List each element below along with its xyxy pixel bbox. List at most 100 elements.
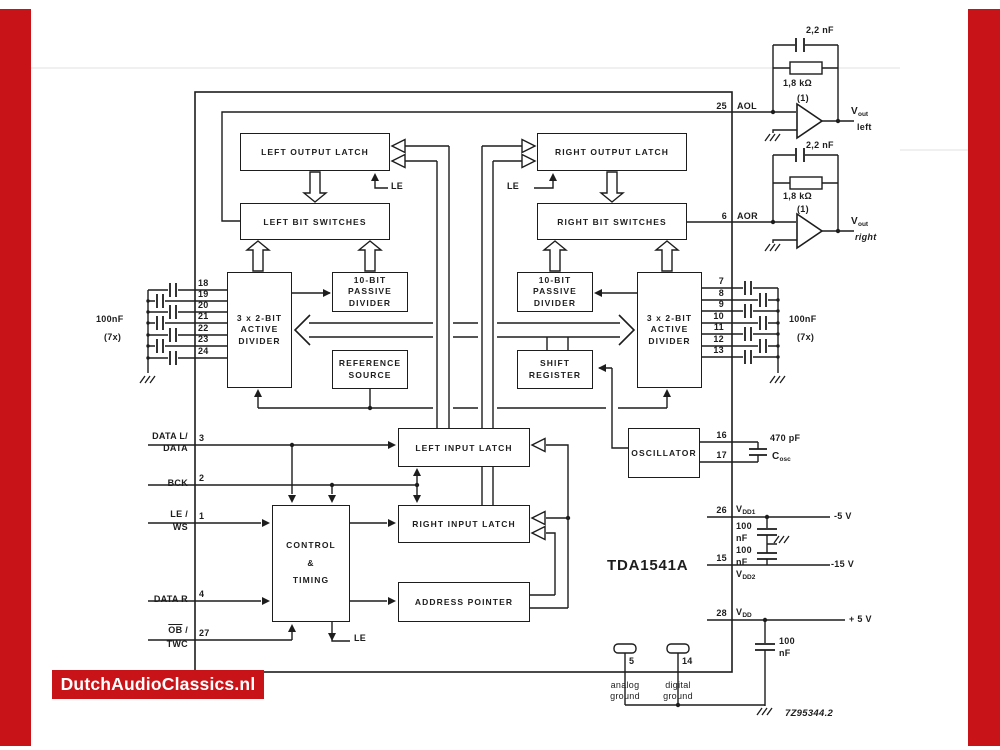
block-label: RIGHT OUTPUT LATCH bbox=[554, 147, 670, 157]
block-label: LEFT OUTPUT LATCH bbox=[261, 147, 369, 157]
block-label: LEFT INPUT LATCH bbox=[415, 442, 513, 453]
pin-number-24: 24 bbox=[198, 346, 209, 356]
pin-number-5: 5 bbox=[629, 656, 635, 666]
pin-number-11: 11 bbox=[713, 322, 724, 332]
block-right-active-divider: 3 x 2-BIT ACTIVE DIVIDER bbox=[637, 272, 702, 388]
capacitor-plates bbox=[156, 38, 805, 651]
decoupling-cap1-unit: nF bbox=[736, 533, 748, 543]
pin-number-21: 21 bbox=[198, 311, 209, 321]
pin-label-bck: BCK bbox=[167, 478, 188, 488]
block-label: DIVIDER bbox=[533, 297, 577, 308]
block-label: PASSIVE bbox=[533, 286, 577, 297]
pin-number-22: 22 bbox=[198, 323, 209, 333]
analog-ground-word2: ground bbox=[610, 691, 640, 701]
pin-number-28: 28 bbox=[716, 608, 727, 618]
pin-name-aol: AOL bbox=[737, 101, 757, 111]
v-subscript: DD bbox=[742, 612, 752, 619]
feedback-res-value-right: 1,8 kΩ bbox=[783, 191, 813, 201]
block-label: DIVIDER bbox=[348, 297, 392, 308]
pin-number-13: 13 bbox=[713, 345, 724, 355]
pin-number-23: 23 bbox=[198, 334, 209, 344]
vdd2-label: VDD2 bbox=[736, 569, 755, 581]
v-symbol: V bbox=[736, 569, 743, 579]
analog-ground-word1: analog bbox=[610, 680, 640, 690]
decoupling-cap1-value: 100 bbox=[736, 521, 752, 531]
block-right-input-latch: RIGHT INPUT LATCH bbox=[398, 505, 530, 543]
block-label: DIVIDER bbox=[648, 335, 691, 346]
v-subscript: DD1 bbox=[742, 509, 756, 516]
bus-arrowheads bbox=[293, 314, 636, 346]
vout-right-label: Vout bbox=[851, 216, 868, 228]
analog-ground-pad bbox=[613, 643, 637, 654]
block-label: SHIFT bbox=[539, 358, 571, 368]
ob-slash: / bbox=[182, 625, 188, 635]
vout-right-word: right bbox=[855, 232, 877, 242]
block-label: 3 x 2-BIT bbox=[236, 312, 283, 323]
arrowheads bbox=[254, 173, 671, 641]
pin-number-8: 8 bbox=[718, 288, 724, 298]
block-label: TIMING bbox=[292, 575, 330, 586]
digital-ground-word1: digital bbox=[665, 680, 691, 690]
pin-label-datar: DATA R bbox=[153, 594, 188, 604]
chip-part-number: TDA1541A bbox=[607, 557, 689, 574]
decoupling-cap2-value: 100 bbox=[736, 545, 752, 555]
block-arrows bbox=[245, 138, 680, 541]
pin-number-6: 6 bbox=[721, 211, 727, 221]
ground-symbols bbox=[139, 133, 790, 716]
block-left-output-latch: LEFT OUTPUT LATCH bbox=[240, 133, 390, 171]
v-symbol: V bbox=[851, 216, 858, 227]
pin-number-25: 25 bbox=[716, 101, 727, 111]
pin-number-4: 4 bbox=[199, 589, 205, 599]
vout-left-word: left bbox=[857, 122, 872, 132]
v-subscript: out bbox=[857, 111, 869, 118]
c-symbol: C bbox=[772, 451, 780, 462]
v-symbol: V bbox=[851, 106, 858, 117]
rail-minus15: -15 V bbox=[831, 559, 855, 569]
cosc-label: Cosc bbox=[772, 451, 791, 463]
block-label: 3 x 2-BIT bbox=[646, 312, 693, 323]
pin-number-2: 2 bbox=[199, 473, 205, 483]
c-subscript: osc bbox=[779, 456, 791, 463]
pin-number-1: 1 bbox=[199, 511, 205, 521]
digital-ground-word2: ground bbox=[663, 691, 693, 701]
pin-number-9: 9 bbox=[718, 299, 724, 309]
block-label: ADDRESS POINTER bbox=[414, 597, 514, 607]
feedback-resistor-left bbox=[789, 61, 823, 75]
pin-name-aor: AOR bbox=[737, 211, 758, 221]
v-symbol: V bbox=[736, 504, 743, 514]
junction-dots bbox=[146, 109, 841, 708]
block-label: 10-BIT bbox=[538, 274, 572, 285]
digital-ground-pad bbox=[666, 643, 690, 654]
cap-bank-value-left: 100nF bbox=[96, 314, 124, 324]
pin-number-15: 15 bbox=[716, 553, 727, 563]
block-label: & bbox=[307, 557, 315, 568]
opamp-ref-right: (1) bbox=[797, 204, 809, 214]
pin-label-data: DATA bbox=[163, 443, 188, 453]
pin-number-18: 18 bbox=[198, 278, 209, 288]
block-right-output-latch: RIGHT OUTPUT LATCH bbox=[537, 133, 687, 171]
pin-number-16: 16 bbox=[716, 430, 727, 440]
left-red-bar bbox=[0, 9, 31, 746]
pin-number-10: 10 bbox=[713, 311, 724, 321]
vout-left-label: Vout bbox=[851, 106, 868, 118]
block-label: DIVIDER bbox=[238, 335, 281, 346]
pin-number-26: 26 bbox=[716, 505, 727, 515]
feedback-cap-value-left: 2,2 nF bbox=[806, 25, 834, 35]
pin-number-19: 19 bbox=[198, 289, 209, 299]
cap-bank-value-right: 100nF bbox=[789, 314, 817, 324]
block-right-passive-divider: 10-BIT PASSIVE DIVIDER bbox=[517, 272, 593, 312]
block-address-pointer: ADDRESS POINTER bbox=[398, 582, 530, 622]
pin-number-27: 27 bbox=[199, 628, 210, 638]
pin-number-17: 17 bbox=[716, 450, 727, 460]
vdd-label: VDD bbox=[736, 607, 752, 619]
pin-label-datal: DATA L/ bbox=[152, 431, 188, 441]
scan-edge-lines bbox=[30, 67, 987, 738]
block-reference-source: REFERENCE SOURCE bbox=[332, 350, 408, 389]
rail-minus5: -5 V bbox=[834, 511, 852, 521]
block-label: 10-BIT bbox=[353, 274, 387, 285]
cap-bank-count-left: (7x) bbox=[104, 332, 122, 342]
opamp-left-icon bbox=[796, 102, 824, 140]
feedback-cap-value-right: 2,2 nF bbox=[806, 140, 834, 150]
block-oscillator: OSCILLATOR bbox=[628, 428, 700, 478]
